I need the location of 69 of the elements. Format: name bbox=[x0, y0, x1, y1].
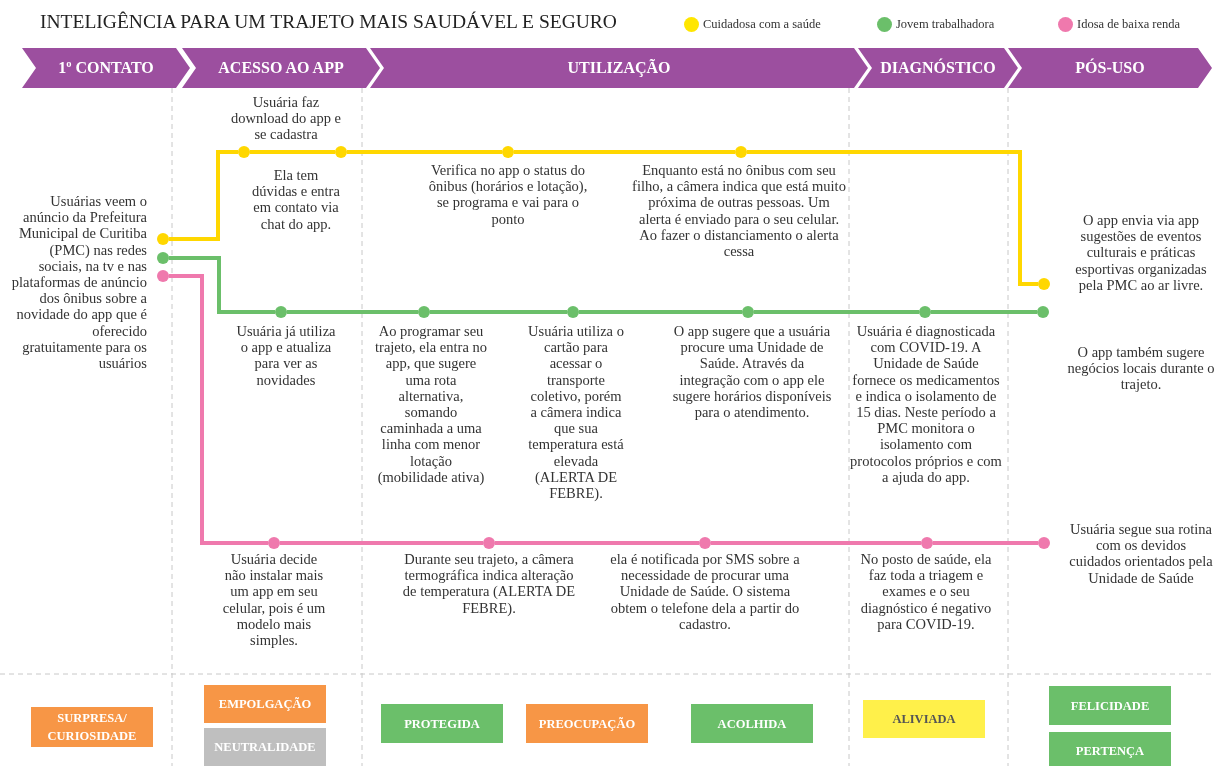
journey-line bbox=[931, 310, 1037, 314]
journey-line bbox=[754, 310, 919, 314]
step-description: O app sugere que a usuária procure uma Unidade de Saúde. Através da integração com o app ele sugere horários disponíveis para o atendimento. bbox=[672, 323, 832, 421]
journey-line bbox=[287, 310, 418, 314]
emotion-tag: EMPOLGAÇÃO bbox=[204, 685, 326, 723]
journey-dot bbox=[157, 270, 169, 282]
step-description: O app também sugere negócios locais durante o trajeto. bbox=[1066, 344, 1214, 393]
journey-dot bbox=[1037, 306, 1049, 318]
journey-dot bbox=[335, 146, 347, 158]
journey-line bbox=[933, 541, 1038, 545]
journey-dot bbox=[275, 306, 287, 318]
step-description: Usuária já utiliza o app e atualiza para ver as novidades bbox=[236, 323, 336, 388]
journey-dot bbox=[268, 537, 280, 549]
step-description: Usuária é diagnosticada com COVID-19. A Unidade de Saúde fornece os medicamentos e indica o isolamento de 15 dias. Neste período a PMC monitora o isolamento com protocolos próprios e com a ajuda do app. bbox=[850, 323, 1002, 486]
journey-dot bbox=[1038, 537, 1050, 549]
journey-dot bbox=[157, 233, 169, 245]
legend-text: Idosa de baixa renda bbox=[1077, 17, 1181, 32]
emotion-tag: PERTENÇA bbox=[1049, 732, 1171, 766]
journey-dot bbox=[735, 146, 747, 158]
legend-text: Cuidadosa com a saúde bbox=[703, 17, 821, 32]
step-description: Ao programar seu trajeto, ela entra no app, que sugere uma rota alternativa, somando caminhada a uma linha com menor lotação (mobilidade ativa) bbox=[375, 323, 487, 486]
journey-line bbox=[514, 150, 735, 154]
step-description: Ela tem dúvidas e entra em contato via chat do app. bbox=[251, 167, 341, 232]
journey-line bbox=[711, 541, 921, 545]
journey-dot bbox=[919, 306, 931, 318]
emotion-tag: ACOLHIDA bbox=[691, 704, 813, 743]
phase-header: PÓS-USO bbox=[1008, 48, 1212, 88]
journey-dot bbox=[1038, 278, 1050, 290]
journey-line bbox=[280, 541, 483, 545]
step-description: Verifica no app o status do ônibus (horários e lotação), se programa e vai para o ponto bbox=[427, 162, 589, 227]
step-description: No posto de saúde, ela faz toda a triagem e exames e o seu diagnóstico é negativo para COVID-19. bbox=[859, 551, 993, 632]
journey-line bbox=[747, 150, 1038, 286]
diagram-title: INTELIGÊNCIA PARA UM TRAJETO MAIS SAUDÁVEL E SEGURO bbox=[40, 11, 617, 33]
journey-line bbox=[347, 150, 502, 154]
step-description: Usuária utiliza o cartão para acessar o transporte coletivo, porém a câmera indica que sua temperatura está elevada (ALERTA DE FEBRE). bbox=[527, 323, 625, 502]
step-description: O app envia via app sugestões de eventos culturais e práticas esportivas organizadas pela PMC ao ar livre. bbox=[1074, 212, 1208, 293]
legend-text: Jovem trabalhadora bbox=[896, 17, 995, 32]
journey-dot bbox=[418, 306, 430, 318]
journey-line bbox=[495, 541, 699, 545]
emotion-tag: PROTEGIDA bbox=[381, 704, 503, 743]
emotion-tag: ALIVIADA bbox=[863, 700, 985, 738]
phase-header: DIAGNÓSTICO bbox=[858, 48, 1018, 88]
emotion-tag: NEUTRALIDADE bbox=[204, 728, 326, 766]
step-description: Usuária faz download do app e se cadastra bbox=[230, 94, 342, 143]
phase-header: ACESSO AO APP bbox=[182, 48, 380, 88]
step-description: ela é notificada por SMS sobre a necessidade de procurar uma Unidade de Saúde. O sistema obtem o telefone dela a partir do cadastro. bbox=[609, 551, 801, 632]
journey-dot bbox=[238, 146, 250, 158]
journey-dot bbox=[742, 306, 754, 318]
step-description: Usuária segue sua rotina com os devidos cuidados orientados pela Unidade de Saúde bbox=[1068, 521, 1214, 586]
emotion-tag: SURPRESA/ CURIOSIDADE bbox=[31, 707, 153, 747]
emotion-tag: PREOCUPAÇÃO bbox=[526, 704, 648, 743]
journey-dot bbox=[567, 306, 579, 318]
journey-dot bbox=[157, 252, 169, 264]
journey-line bbox=[169, 150, 238, 241]
journey-dot bbox=[502, 146, 514, 158]
step-description: Durante seu trajeto, a câmera termográfica indica alteração de temperatura (ALERTA DE FEBRE). bbox=[401, 551, 577, 616]
journey-line bbox=[169, 256, 275, 314]
journey-line bbox=[169, 274, 268, 545]
journey-dot bbox=[699, 537, 711, 549]
journey-dot bbox=[483, 537, 495, 549]
phase-header: 1º CONTATO bbox=[22, 48, 190, 88]
journey-dot bbox=[921, 537, 933, 549]
step-description: Usuária decide não instalar mais um app em seu celular, pois é um modelo mais simples. bbox=[221, 551, 327, 649]
journey-line bbox=[250, 150, 335, 154]
journey-line bbox=[430, 310, 567, 314]
journey-line bbox=[579, 310, 742, 314]
emotion-tag: FELICIDADE bbox=[1049, 686, 1171, 725]
intro-text: Usuárias veem o anúncio da Prefeitura Municipal de Curitiba (PMC) nas redes sociais, na tv e nas plataformas de anúncio dos ônibus sobre a novidade do app que é oferecido gratuitamente para os usuários bbox=[10, 193, 147, 372]
step-description: Enquanto está no ônibus com seu filho, a câmera indica que está muito próxima de outras pessoas. Um alerta é enviado para o seu celular. Ao fazer o distanciamento o alerta cessa bbox=[631, 162, 847, 260]
